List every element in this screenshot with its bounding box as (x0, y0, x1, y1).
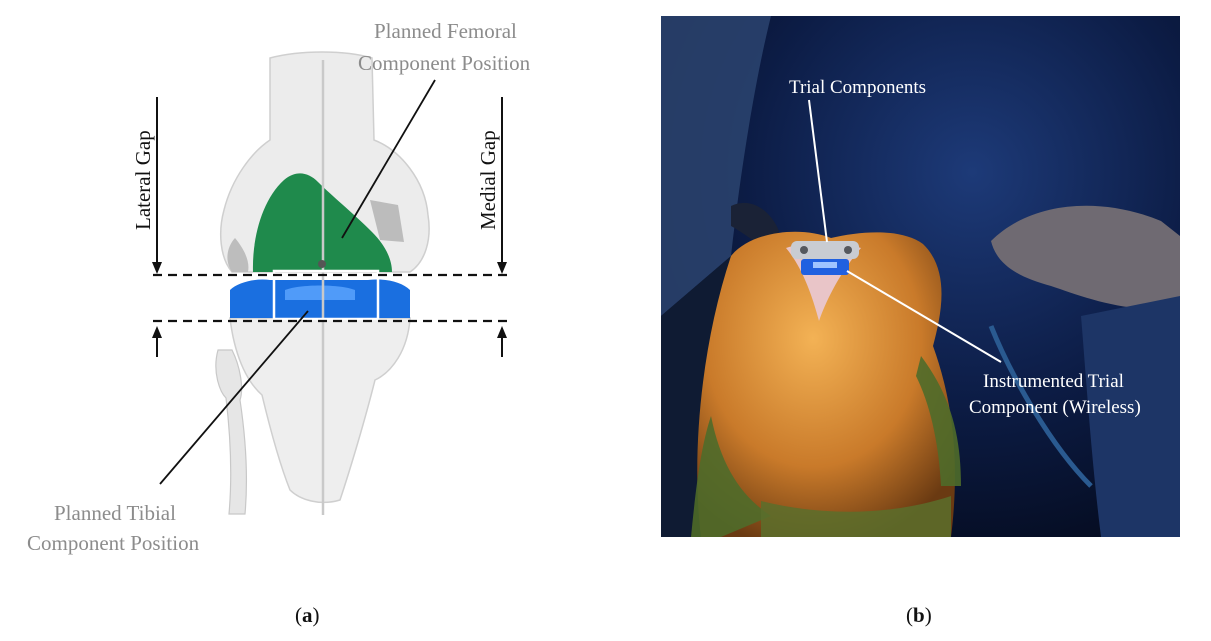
green-drape-left (691, 416, 771, 537)
blue-drape-right (1081, 296, 1180, 537)
caption-b-close: ) (924, 603, 932, 627)
tube (988, 325, 1093, 488)
trial-components-label: Trial Components (789, 77, 927, 98)
glove-right (991, 205, 1180, 309)
tibial-leader-line (159, 310, 309, 485)
caption-b-letter: b (913, 603, 925, 627)
instrumented-label-line1: Instrumented Trial (983, 371, 1124, 392)
caption-a-open: ( (295, 603, 302, 627)
femur-shadow (227, 238, 249, 272)
caption-b-open: ( (906, 603, 913, 627)
fibula-bone (215, 349, 247, 515)
knee-skin (697, 231, 955, 537)
panel-b-surgical-photo: Trial Components Instrumented Trial Comp… (661, 16, 1180, 537)
drape-left (661, 16, 771, 316)
caption-b: (b) (906, 603, 932, 628)
medial-gap-label: Medial Gap (476, 130, 500, 230)
instrumented-leader-line (846, 270, 1002, 363)
instrumented-label-line2: Component (Wireless) (969, 397, 1141, 418)
caption-a: (a) (295, 603, 320, 628)
tibia-bone (229, 317, 411, 504)
joint-highlight-box (272, 269, 380, 321)
surgical-photo-illustration (661, 16, 1180, 537)
femoral-label-line1: Planned Femoral (374, 19, 517, 43)
tibial-label-line1: Planned Tibial (54, 501, 176, 525)
panel-a-knee-model: Planned Femoral Component Position Plann… (0, 0, 620, 570)
femoral-leader-line (341, 79, 436, 239)
knee-model-drawing (152, 51, 512, 515)
lateral-gap-label: Lateral Gap (131, 130, 155, 230)
femur-shadow-right (370, 200, 404, 242)
axis-marker (318, 260, 326, 268)
femoral-label-line2: Component Position (358, 51, 531, 75)
trial-femoral-component (791, 241, 859, 259)
green-drape-right (916, 356, 961, 486)
trial-leader-line (808, 99, 828, 243)
caption-a-close: ) (312, 603, 320, 627)
caption-a-letter: a (302, 603, 313, 627)
tibial-label-line2: Component Position (27, 531, 200, 555)
green-drape-bottom (761, 496, 951, 537)
tibial-insert-highlight (285, 285, 355, 300)
